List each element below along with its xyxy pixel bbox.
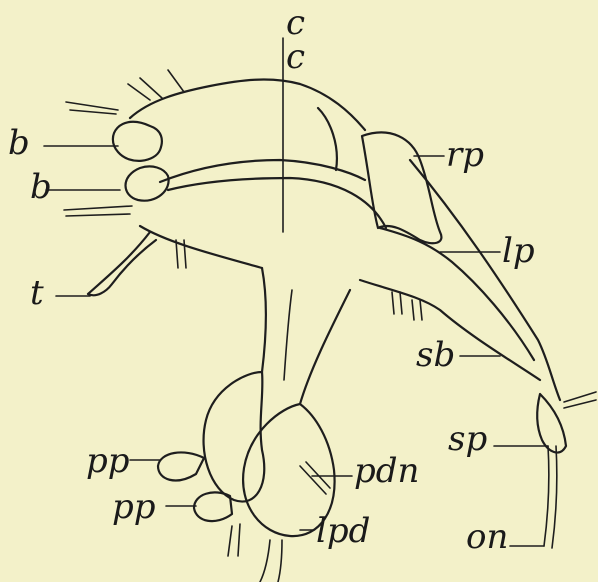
upper-ganglion-inner-curve [318,108,337,170]
label-rp: rp [446,135,484,175]
label-pdn: pdn [354,451,419,491]
connective-right [300,290,350,404]
label-sp: sp [448,419,487,459]
osphradial-nerve [544,446,557,548]
lower-ganglion-outline [168,178,386,228]
propodial-lobe-upper [158,452,204,480]
label-t: t [30,273,44,313]
cut-marker-3 [412,300,422,320]
commissure-edge [140,226,262,268]
tentacle-nerve [88,232,156,295]
label-b-upper: b [8,123,30,163]
label-pp-upper: pp [86,441,130,481]
cut-marker-2 [392,292,402,314]
nerve-left-lower [64,206,132,216]
label-b-lower: b [30,167,52,207]
connective-left [262,268,266,372]
label-on: on [466,517,508,557]
buccal-lobe-upper [113,122,162,161]
connective-inner [284,290,292,380]
label-sb: sb [416,335,455,375]
pedal-nerve [300,462,330,494]
right-parietal-ganglion [362,132,441,243]
label-c-inner: c [286,37,305,77]
label-pp-lower: pp [112,487,156,527]
label-lp: lp [502,231,535,271]
visceral-ganglion [537,394,566,453]
visceral-nerve-right [564,392,596,408]
upper-ganglion-outline [130,80,365,130]
nerve-left-top [66,102,118,114]
buccal-lobe-lower [126,166,169,200]
label-lpd: lpd [316,511,370,551]
